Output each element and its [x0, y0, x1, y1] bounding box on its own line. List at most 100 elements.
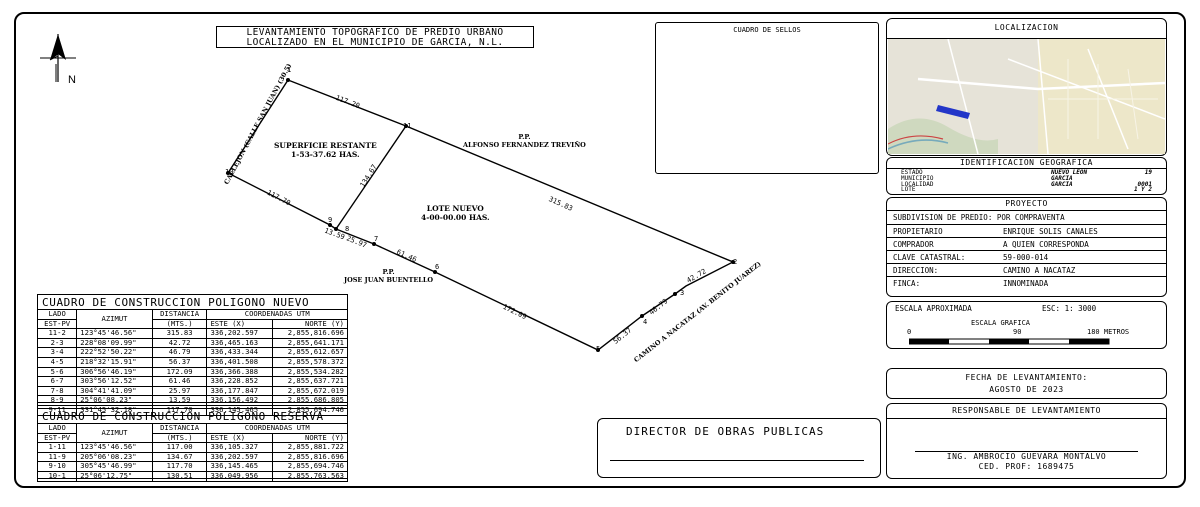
- cell-distancia: 117.00: [151, 442, 208, 453]
- cell-azimut: 123°45'46.56": [76, 328, 153, 339]
- responsible-name: ING. AMBROCIO GUEVARA MONTALVO: [946, 452, 1107, 461]
- project-value: ENRIQUE SOLIS CANALES: [1003, 227, 1098, 236]
- title-line-1: LEVANTAMIENTO TOPOGRAFICO DE PREDIO URBA…: [246, 27, 504, 38]
- cell-norte: 2,855,694.746: [271, 404, 349, 416]
- cell-norte: 2,855,881.722: [271, 442, 349, 453]
- survey-plan: [226, 78, 735, 352]
- date-box: FECHA DE LEVANTAMIENTO: AGOSTO DE 2023: [886, 368, 1167, 399]
- north-label: N: [68, 74, 76, 86]
- geo-key: LOCALIDAD: [901, 180, 934, 188]
- geo-value: GARCIA: [1051, 180, 1073, 188]
- scale-tick-90: 90: [1013, 328, 1022, 336]
- cell-este: 336,228.852: [206, 376, 273, 387]
- project-value: 59-000-014: [1003, 253, 1049, 262]
- geo-row: LOTE 1 Y 2: [901, 187, 1152, 193]
- cell-azimut: 123°45'46.56": [76, 442, 153, 453]
- cell-este: 336,156.492: [206, 395, 273, 406]
- drawing-title: LEVANTAMIENTO TOPOGRAFICO DE PREDIO URBA…: [216, 26, 534, 48]
- th-azimut: AZIMUT: [76, 422, 153, 444]
- vertex-1: 1: [287, 66, 292, 74]
- geo-title: IDENTIFICACION GEOGRAFICA: [887, 158, 1166, 169]
- stamps-title: CUADRO DE SELLOS: [733, 26, 801, 34]
- vertex-10: 10: [225, 168, 234, 176]
- vertex-7: 7: [374, 235, 379, 243]
- cell-lado: 8-9: [36, 395, 78, 406]
- new-lot-block: LOTE NUEVO 4-00-00.00 HAS.: [421, 204, 490, 222]
- owner-ne-block: P.P. ALFONSO FERNANDEZ TREVIÑO: [463, 133, 586, 149]
- cell-este: 336,049.956: [206, 470, 273, 482]
- division-line: [335, 125, 407, 230]
- th-lado: LADO: [36, 309, 78, 320]
- cell-distancia: 130.51: [151, 470, 208, 482]
- north-arrow-icon: [40, 34, 76, 82]
- cell-lado: 11-2: [36, 328, 78, 339]
- th-dist: DISTANCIA: [151, 309, 208, 320]
- geo-key: ESTADO: [901, 169, 923, 176]
- cell-distancia: 61.46: [151, 376, 208, 387]
- project-row: FINCA: INNOMINADA: [887, 276, 1166, 288]
- cell-lado: 4-5: [36, 356, 78, 368]
- cell-norte: 2,855,816.696: [271, 328, 349, 339]
- project-subtitle-row: SUBDIVISION DE PREDIO: POR COMPRAVENTA: [887, 210, 1166, 222]
- project-key: DIRECCION:: [893, 266, 939, 275]
- responsible-box: RESPONSABLE DE LEVANTAMIENTO ING. AMBROC…: [886, 403, 1167, 479]
- cell-azimut: 25°06'08.23": [76, 395, 153, 406]
- cell-norte: 2,855,763.563: [271, 470, 349, 482]
- cell-azimut: 25°06'12.75": [76, 470, 153, 482]
- date-value: AGOSTO DE 2023: [989, 385, 1064, 394]
- scale-approx-value: ESC: 1: 3000: [1042, 304, 1097, 313]
- cell-norte: 2,855,637.721: [271, 376, 349, 387]
- scale-box: ESCALA APROXIMADA ESC: 1: 3000 ESCALA GR…: [886, 301, 1167, 349]
- project-subtitle: SUBDIVISION DE PREDIO: POR COMPRAVENTA: [893, 213, 1065, 222]
- director-box: DIRECTOR DE OBRAS PUBLICAS: [597, 418, 881, 478]
- location-box: LOCALIZACION: [886, 18, 1167, 156]
- vertex-9: 9: [328, 216, 333, 224]
- scale-approx-label: ESCALA APROXIMADA: [895, 304, 972, 313]
- vertex-2: 2: [733, 258, 738, 266]
- cell-distancia: 56.37: [151, 356, 208, 368]
- cell-lado: 9-11: [36, 404, 78, 416]
- signature-line: [610, 460, 864, 461]
- vertex-3: 3: [680, 289, 685, 297]
- scale-tick-0: 0: [907, 328, 912, 336]
- owner-s-pp: P.P.: [382, 268, 395, 276]
- geo-value: GARCIA: [1051, 174, 1073, 182]
- owner-ne-pp: P.P.: [518, 133, 531, 141]
- table-reserve: LADO AZIMUT DISTANCIA COORDENADAS UTM ES…: [36, 422, 349, 482]
- geo-key: MUNICIPIO: [901, 174, 934, 182]
- vertex-11: 11: [403, 122, 412, 130]
- th-lado: LADO: [36, 423, 78, 434]
- cell-lado: 10-1: [36, 470, 78, 482]
- table-new-title: CUADRO DE CONSTRUCCION POLIGONO NUEVO: [42, 296, 310, 309]
- cell-este: 336,202.597: [206, 328, 273, 339]
- geo-code: 19: [1144, 169, 1152, 176]
- location-title: LOCALIZACION: [994, 23, 1059, 32]
- owner-s-name: JOSE JUAN BUENTELLO: [344, 276, 434, 284]
- location-map: [888, 39, 1165, 154]
- vertex-5: 5: [596, 345, 601, 353]
- project-value: A QUIEN CORRESPONDA: [1003, 240, 1089, 249]
- cell-norte: 2,855,686.805: [271, 395, 349, 406]
- project-value: CAMINO A NACATAZ: [1003, 266, 1076, 275]
- new-lot-label: LOTE NUEVO: [426, 204, 484, 213]
- geo-code: 1 Y 2: [1133, 186, 1152, 194]
- geo-key: LOTE: [901, 186, 916, 194]
- project-key: FINCA:: [893, 279, 921, 288]
- project-value: INNOMINADA: [1003, 279, 1049, 288]
- scale-tick-180: 180 METROS: [1087, 328, 1130, 336]
- project-box: PROYECTO SUBDIVISION DE PREDIO: POR COMP…: [886, 197, 1167, 297]
- cell-norte: 2,855,578.372: [271, 356, 349, 368]
- table-new: LADO AZIMUT DISTANCIA COORDENADAS UTM ES…: [36, 308, 349, 416]
